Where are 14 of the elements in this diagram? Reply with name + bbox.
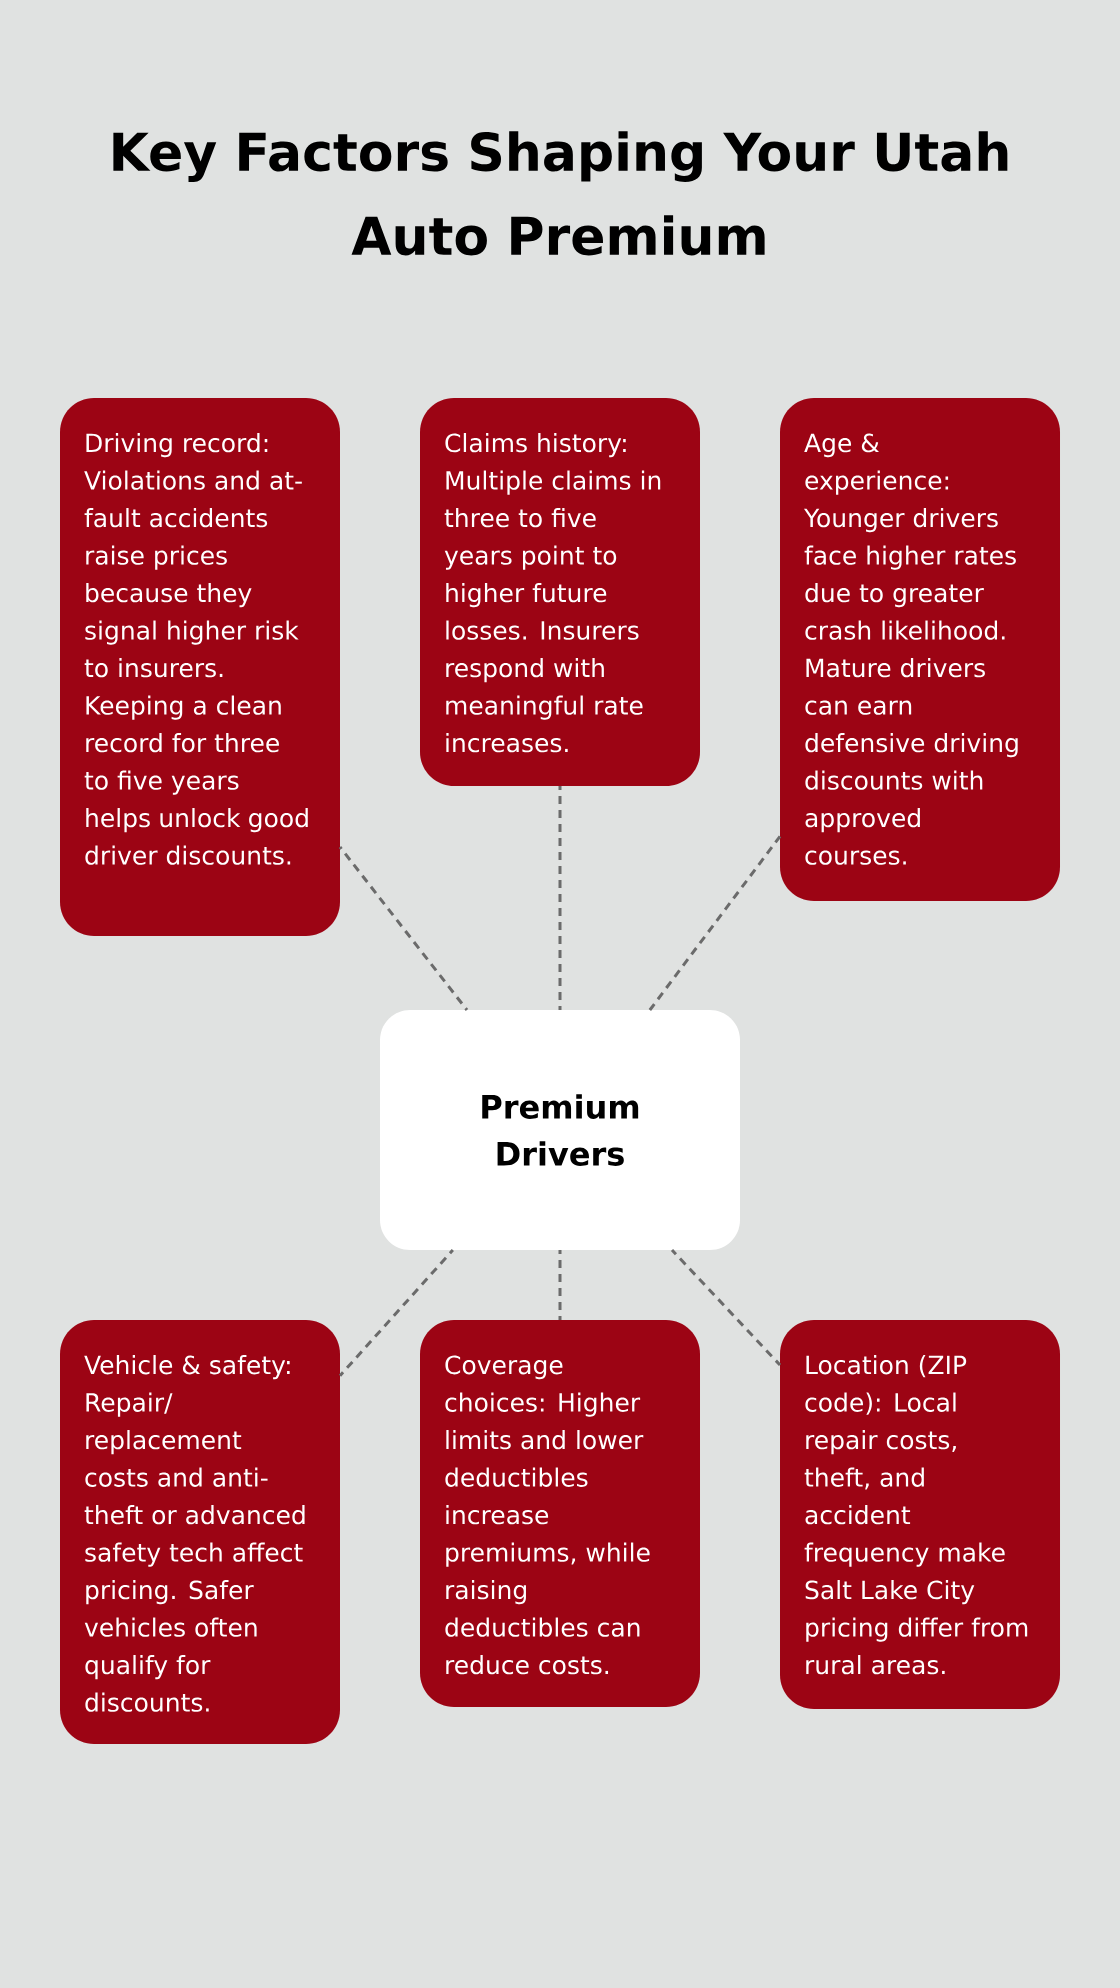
center-box: Premium Drivers xyxy=(380,1010,740,1250)
title: Key Factors Shaping Your Utah Auto Premium xyxy=(113,131,1008,256)
factor-card: Vehicle & safety: Repair/replacement costs and anti-theft or advanced safety tech affect pricing. Safer vehicles often qualify for discounts. xyxy=(60,1320,340,1744)
factor-card: Driving record: Violations and at-fault accidents raise prices because they signal higher risk to insurers. Keeping a clean record for three to five years helps unlock good driver discounts. xyxy=(60,398,340,936)
factor-card: Age & experience: Younger drivers face higher rates due to greater crash likelihood. Mature drivers can earn defensive driving discounts with approved courses. xyxy=(780,398,1060,901)
connector-line xyxy=(558,786,562,1010)
factor-card: Coverage choices: Higher limits and lower deductibles increase premiums, while raising deductibles can reduce costs. xyxy=(420,1320,700,1707)
factor-card: Claims history: Multiple claims in three to five years point to higher future losses. Insurers respond with meaningful rate increases. xyxy=(420,398,700,786)
connector-line xyxy=(338,846,469,1011)
connector-line xyxy=(648,835,782,1011)
connector-line xyxy=(558,1250,562,1320)
connector-line xyxy=(338,1249,454,1377)
factor-card: Location (ZIP code): Local repair costs, theft, and accident frequency make Salt Lake City pricing differ from rural areas. xyxy=(780,1320,1060,1709)
connector-line xyxy=(670,1249,782,1367)
